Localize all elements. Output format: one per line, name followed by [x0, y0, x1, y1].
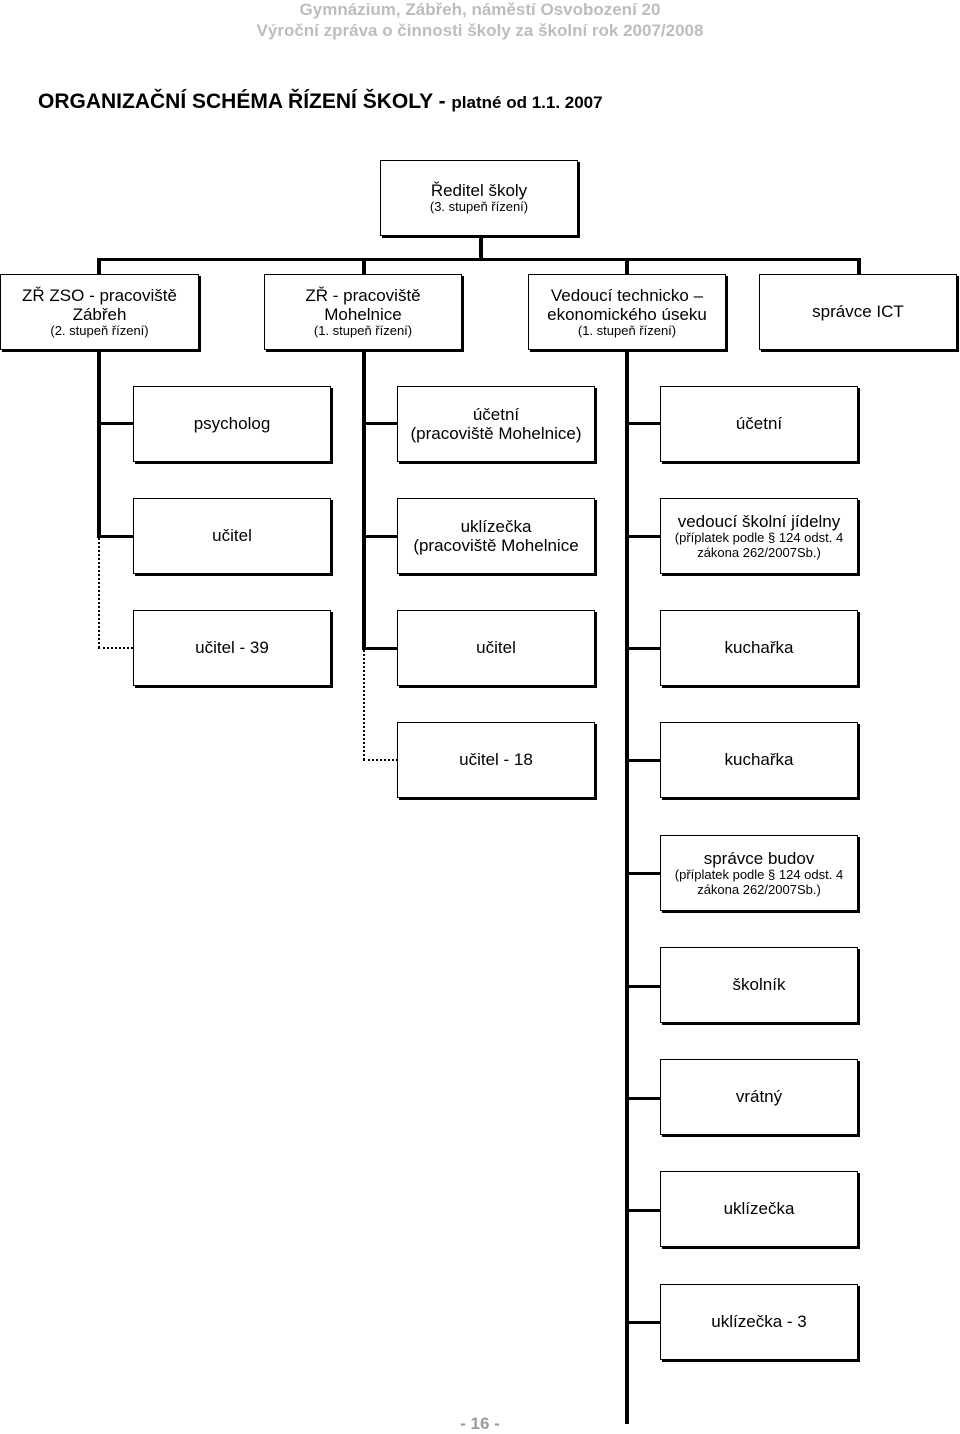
box-label: učitel	[476, 638, 516, 658]
canteen-head-box: vedoucí školní jídelny (příplatek podle …	[660, 498, 858, 574]
teachers-39-box: učitel - 39	[133, 610, 331, 686]
cleaner-box: uklízečka	[660, 1171, 858, 1247]
teacher-mohelnice-box: učitel	[397, 610, 595, 686]
box-label: Zábřeh	[72, 304, 127, 324]
box-label: (pracoviště Mohelnice)	[410, 424, 582, 443]
teacher-zabreh-box: učitel	[133, 498, 331, 574]
connector	[97, 350, 101, 538]
box-label: uklízečka	[460, 516, 532, 536]
connector	[97, 422, 133, 425]
connector	[362, 350, 366, 650]
connector	[479, 236, 483, 260]
box-label: Vedoucí technicko –	[550, 285, 704, 305]
connector	[625, 1097, 661, 1100]
connector-dotted	[98, 647, 133, 649]
box-label: ekonomického úseku	[547, 304, 707, 324]
box-label: Mohelnice	[324, 304, 402, 324]
connector	[362, 258, 366, 274]
box-label: ZŘ ZSO - pracoviště	[22, 285, 177, 305]
box-note: zákona 262/2007Sb.)	[697, 544, 821, 560]
connector-dotted	[98, 538, 100, 648]
connector	[362, 535, 398, 538]
connector	[625, 647, 661, 650]
cook-2-box: kuchařka	[660, 722, 858, 798]
connector	[625, 258, 629, 274]
connector	[625, 422, 661, 425]
connector	[625, 759, 661, 762]
porter-box: vrátný	[660, 1059, 858, 1135]
connector	[625, 535, 661, 538]
zso-zabreh-box: ZŘ ZSO - pracoviště Zábřeh (2. stupeň ří…	[0, 274, 199, 350]
box-level: (1. stupeň řízení)	[577, 322, 677, 338]
box-level: (1. stupeň řízení)	[313, 322, 413, 338]
janitor-box: školník	[660, 947, 858, 1023]
box-label: psycholog	[193, 414, 271, 434]
page-title-main: ORGANIZAČNÍ SCHÉMA ŘÍZENÍ ŠKOLY -	[38, 90, 452, 113]
box-label: školník	[732, 975, 786, 995]
teachers-18-box: učitel - 18	[397, 722, 595, 798]
connector	[625, 350, 629, 1424]
box-label: účetní	[735, 414, 783, 434]
box-label: Ředitel školy	[430, 181, 528, 201]
box-label: správce budov	[703, 848, 815, 868]
building-admin-box: správce budov (příplatek podle § 124 ods…	[660, 835, 858, 911]
box-level: (2. stupeň řízení)	[50, 322, 149, 338]
box-label: kuchařka	[724, 750, 794, 770]
connector	[97, 258, 101, 276]
connector	[362, 647, 398, 650]
connector	[857, 258, 861, 274]
box-label: učitel - 18	[459, 750, 533, 770]
connector	[362, 422, 398, 425]
cleaners-3-box: uklízečka - 3	[660, 1284, 858, 1360]
report-header-school: Gymnázium, Zábřeh, náměstí Osvobození 20	[299, 0, 661, 19]
page-title: ORGANIZAČNÍ SCHÉMA ŘÍZENÍ ŠKOLY - platné…	[38, 90, 603, 114]
box-label: vedoucí školní jídelny	[677, 511, 841, 531]
accountant-mohelnice-box: účetní (pracoviště Mohelnice)	[397, 386, 595, 462]
connector-dotted	[363, 650, 365, 760]
box-label: kuchařka	[724, 638, 794, 658]
cook-1-box: kuchařka	[660, 610, 858, 686]
cleaner-mohelnice-box: uklízečka (pracoviště Mohelnice	[397, 498, 595, 574]
box-note: (příplatek podle § 124 odst. 4	[674, 866, 844, 882]
accountant-box: účetní	[660, 386, 858, 462]
report-header-title: Výroční zpráva o činnosti školy za školn…	[256, 21, 704, 40]
box-label: učitel - 39	[195, 638, 269, 658]
director-box: Ředitel školy (3. stupeň řízení)	[380, 160, 578, 236]
box-label: uklízečka	[723, 1199, 795, 1219]
zr-mohelnice-box: ZŘ - pracoviště Mohelnice (1. stupeň říz…	[264, 274, 462, 350]
connector	[97, 535, 133, 538]
box-label: správce ICT	[812, 302, 904, 322]
page-number: - 16 -	[460, 1414, 500, 1433]
box-label: ZŘ - pracoviště	[305, 285, 421, 305]
technical-head-box: Vedoucí technicko – ekonomického úseku (…	[528, 274, 726, 350]
connector	[625, 872, 661, 875]
box-label: vrátný	[735, 1087, 783, 1107]
connector-dotted	[363, 759, 398, 761]
box-level: (3. stupeň řízení)	[429, 199, 529, 215]
connector	[625, 985, 661, 988]
connector	[97, 258, 859, 261]
connector	[625, 1321, 661, 1324]
box-note: zákona 262/2007Sb.)	[697, 881, 821, 897]
box-label: učitel	[212, 526, 252, 546]
ict-admin-box: správce ICT	[759, 274, 957, 350]
psychologist-box: psycholog	[133, 386, 331, 462]
box-label: (pracoviště Mohelnice	[413, 536, 579, 555]
box-label: uklízečka - 3	[711, 1312, 807, 1332]
connector	[625, 1209, 661, 1212]
page-title-validity: platné od 1.1. 2007	[451, 93, 603, 112]
box-label: účetní	[472, 404, 520, 424]
box-note: (příplatek podle § 124 odst. 4	[674, 529, 844, 545]
